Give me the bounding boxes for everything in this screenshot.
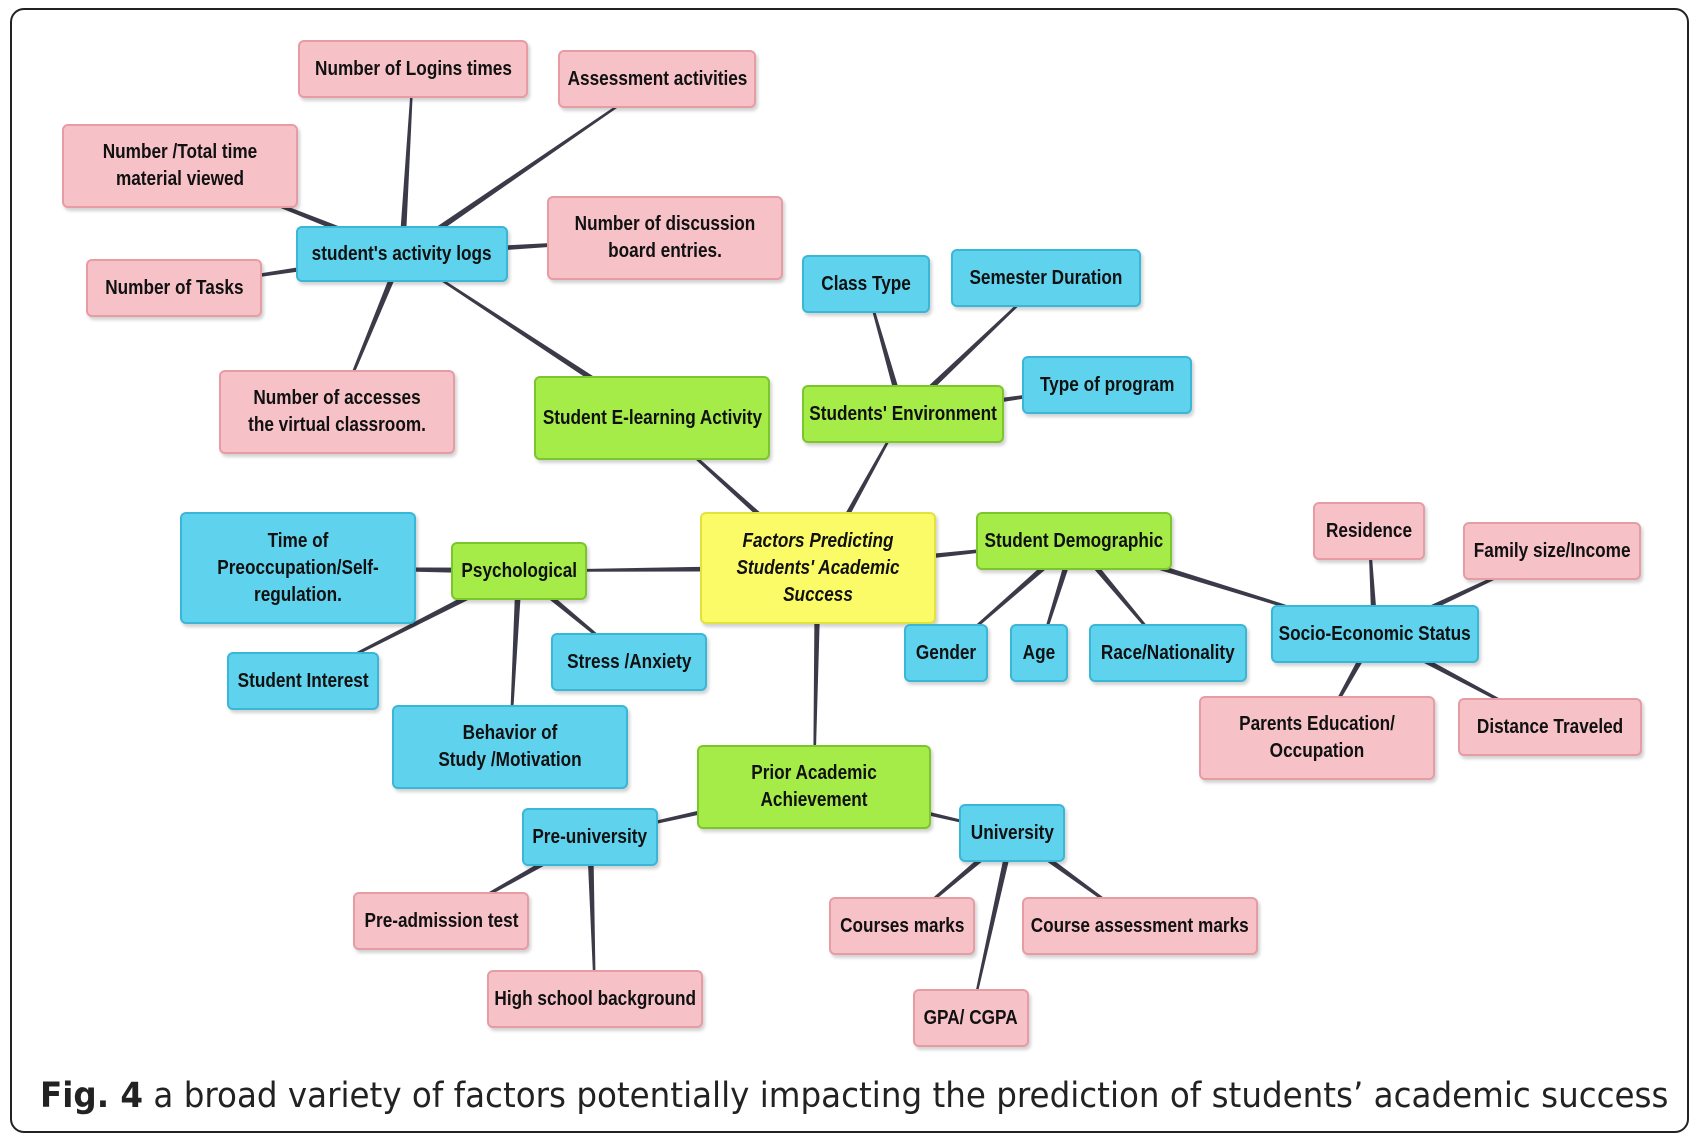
node-race-nationality: Race/Nationality [1089, 624, 1247, 682]
figure-caption-text: a broad variety of factors potentially i… [153, 1076, 1669, 1116]
node-pre-admission-label: Pre-admission test [364, 909, 518, 932]
figure-label: Fig. 4 [40, 1076, 144, 1116]
node-ses-label: Socio-Economic Status [1278, 622, 1472, 645]
node-stress-label: Stress /Anxiety [566, 650, 692, 673]
node-semester-duration: Semester Duration [951, 249, 1141, 307]
category-prior-label: Prior Academic Achievement [751, 762, 877, 811]
category-environment: Students' Environment [802, 385, 1004, 443]
node-discussion-entries: Number of discussion board entries. [547, 196, 783, 280]
category-demographic: Student Demographic [976, 512, 1172, 570]
category-environment-label: Students' Environment [809, 402, 997, 425]
node-residence: Residence [1313, 502, 1425, 560]
node-student-interest: Student Interest [227, 652, 379, 710]
figure-caption: Fig. 4 a broad variety of factors potent… [40, 1076, 1668, 1116]
node-program-label: Type of program [1039, 373, 1175, 396]
node-gender-label: Gender [915, 641, 977, 664]
node-distance-label: Distance Traveled [1476, 715, 1624, 738]
node-material-label: Number /Total time material viewed [102, 141, 258, 190]
category-elearning: Student E-learning Activity [534, 376, 770, 460]
node-family-size-income: Family size/Income [1463, 522, 1641, 580]
node-tasks-label: Number of Tasks [104, 276, 244, 299]
node-discussion-label: Number of discussion board entries. [574, 213, 756, 262]
category-psychological: Psychological [451, 542, 587, 600]
node-behavior-label: Behavior of Study /Motivation [438, 722, 582, 771]
node-course-assessment-marks: Course assessment marks [1022, 897, 1258, 955]
category-elearning-label: Student E-learning Activity [542, 406, 762, 429]
node-distance-traveled: Distance Traveled [1458, 698, 1642, 756]
node-pre-university-label: Pre-university [532, 825, 648, 848]
category-prior-achievement: Prior Academic Achievement [697, 745, 931, 829]
node-type-of-program: Type of program [1022, 356, 1192, 414]
node-family-label: Family size/Income [1473, 539, 1631, 562]
node-preoccupation-label: Time of Preoccupation/Self-regulation. [217, 529, 379, 606]
node-class-type-label: Class Type [821, 272, 911, 295]
node-assessment-label: Assessment activities [567, 67, 747, 90]
node-parents-education: Parents Education/ Occupation [1199, 696, 1435, 780]
node-activity-logs: student's activity logs [296, 226, 508, 282]
node-logins: Number of Logins times [298, 40, 528, 98]
node-pre-admission-test: Pre-admission test [353, 892, 529, 950]
node-university: University [959, 804, 1065, 862]
node-behavior-of-study: Behavior of Study /Motivation [392, 705, 628, 789]
node-high-school-background: High school background [487, 970, 703, 1028]
center-label: Factors Predicting Students' Academic Su… [736, 529, 900, 606]
node-courses-marks: Courses marks [829, 897, 975, 955]
node-residence-label: Residence [1325, 519, 1413, 542]
node-number-of-tasks: Number of Tasks [86, 259, 262, 317]
node-virtual-classroom-accesses: Number of accesses the virtual classroom… [219, 370, 455, 454]
node-parents-label: Parents Education/ Occupation [1239, 713, 1395, 762]
node-high-school-label: High school background [494, 987, 696, 1010]
node-assessment-activities: Assessment activities [558, 50, 756, 108]
node-material-viewed: Number /Total time material viewed [62, 124, 298, 208]
connector-environment-semester [900, 277, 1047, 417]
node-age-label: Age [1022, 641, 1056, 664]
connector-logs-logins [398, 68, 414, 255]
connector-university-gpa [970, 832, 1016, 1019]
node-university-label: University [970, 821, 1054, 844]
node-preoccupation: Time of Preoccupation/Self-regulation. [180, 512, 416, 624]
node-courses-marks-label: Courses marks [839, 914, 965, 937]
connector-preuni-highschool [586, 836, 596, 999]
node-stress-anxiety: Stress /Anxiety [551, 633, 707, 691]
node-race-label: Race/Nationality [1101, 641, 1235, 664]
node-interest-label: Student Interest [237, 669, 369, 692]
category-psychological-label: Psychological [461, 559, 577, 582]
node-logins-label: Number of Logins times [314, 57, 512, 80]
node-gpa-cgpa: GPA/ CGPA [913, 989, 1029, 1047]
category-demographic-label: Student Demographic [984, 529, 1164, 552]
node-age: Age [1010, 624, 1068, 682]
connector-logs-assess [400, 78, 658, 257]
node-activity-logs-label: student's activity logs [312, 242, 492, 265]
node-gender: Gender [904, 624, 988, 682]
connector-psychological-behavior [509, 570, 523, 747]
node-gpa-label: GPA/ CGPA [924, 1006, 1018, 1029]
node-pre-university: Pre-university [522, 808, 658, 866]
node-course-assessment-label: Course assessment marks [1031, 914, 1250, 937]
node-semester-label: Semester Duration [969, 266, 1123, 289]
node-accesses-label: Number of accesses the virtual classroom… [248, 387, 426, 436]
connector-environment-class [865, 283, 907, 415]
node-class-type: Class Type [802, 255, 930, 313]
node-socio-economic-status: Socio-Economic Status [1271, 605, 1479, 663]
center-node: Factors Predicting Students' Academic Su… [700, 512, 936, 624]
